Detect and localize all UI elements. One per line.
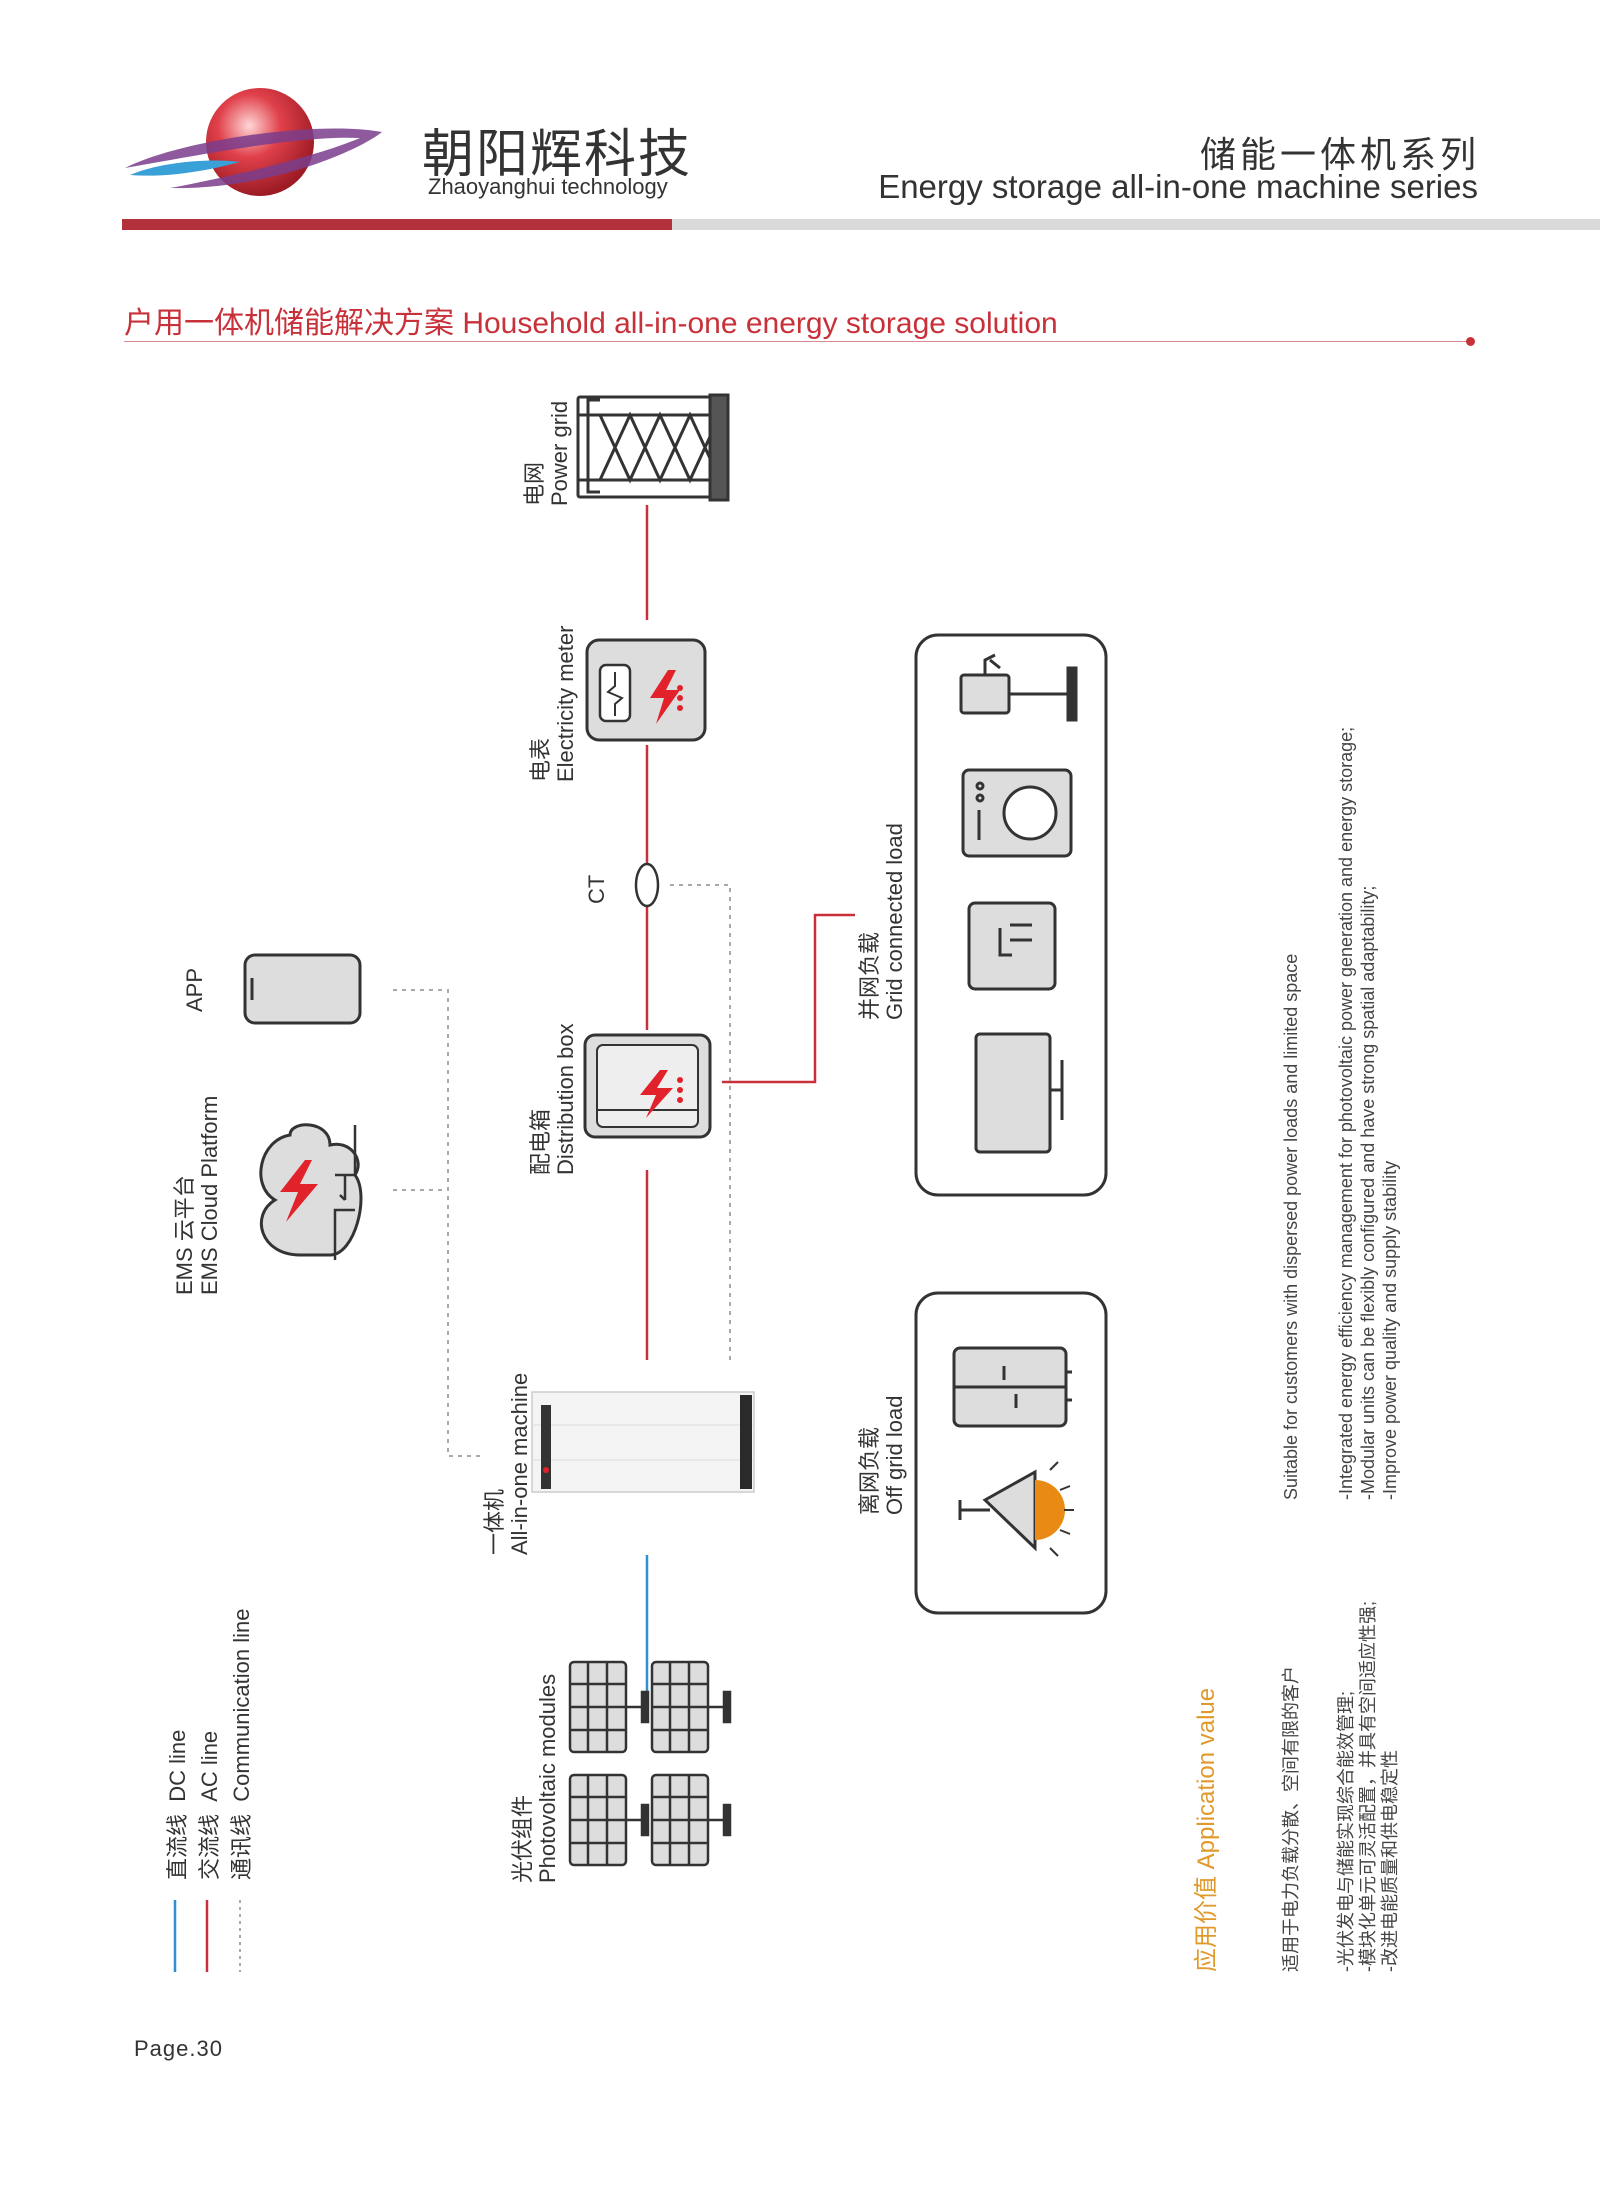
header-bar-gray	[672, 219, 1600, 230]
grid-load-label-cn: 并网负载	[857, 931, 882, 1020]
section-underline	[124, 341, 1470, 342]
app-label: APP	[182, 967, 207, 1012]
legend-dc: 直流线 DC line	[160, 1730, 192, 1880]
grid-load-label-en: Grid connected load	[882, 823, 907, 1020]
legend-dc-en: DC line	[165, 1729, 190, 1802]
tv-icon	[974, 1032, 1064, 1154]
distribution-box-label: 配电箱 Distribution box	[528, 1023, 578, 1175]
ems-label-cn: EMS 云平台	[172, 1175, 197, 1295]
phone-app-icon	[243, 953, 362, 1025]
pv-label: 光伏组件 Photovoltaic modules	[510, 1674, 560, 1883]
legend-comm: 通讯线 Communication line	[224, 1609, 256, 1880]
legend-ac-cn: 交流线	[197, 1813, 222, 1880]
grid-load-group	[914, 633, 1108, 1197]
standing-appliance-icon	[959, 653, 1078, 722]
off-grid-load-group	[914, 1291, 1108, 1615]
section-title: 户用一体机储能解决方案 Household all-in-one energy …	[124, 307, 1058, 340]
legend-ac: 交流线 AC line	[192, 1731, 224, 1880]
distribution-box-label-cn: 配电箱	[528, 1108, 553, 1175]
machine-label: 一体机 All-in-one machine	[482, 1373, 532, 1555]
grid-load-label: 并网负载 Grid connected load	[857, 823, 907, 1020]
pv-label-en: Photovoltaic modules	[535, 1673, 560, 1883]
off-grid-load-label: 离网负载 Off grid load	[857, 1396, 907, 1515]
power-grid-label: 电网 Power grid	[522, 401, 572, 506]
fridge-icon	[967, 901, 1057, 991]
page-number: Page.30	[134, 2036, 223, 2061]
application-cn-point: -模块化单元可灵活配置，并具有空间适应性强;	[1358, 1601, 1378, 1972]
distribution-box-label-en: Distribution box	[553, 1023, 578, 1175]
ems-cloud-icon	[259, 1123, 363, 1260]
application-en-point: -Integrated energy efficiency management…	[1336, 726, 1356, 1500]
off-grid-load-label-cn: 离网负载	[857, 1426, 882, 1515]
all-in-one-machine-icon	[531, 1391, 755, 1493]
ems-label-en: EMS Cloud Platform	[197, 1095, 222, 1295]
application-en-point: -Improve power quality and supply stabil…	[1380, 1160, 1400, 1500]
ems-label: EMS 云平台 EMS Cloud Platform	[172, 1096, 222, 1295]
application-cn-points: -光伏发电与储能实现综合能效管理; -模块化单元可灵活配置，并具有空间适应性强;…	[1335, 1601, 1401, 1972]
application-value-title: 应用价值 Application value	[1193, 1687, 1220, 1972]
application-en-point: -Modular units can be flexibly configure…	[1358, 885, 1378, 1500]
company-name-cn: 朝阳辉科技	[422, 126, 693, 184]
ct-sensor-icon	[634, 862, 660, 908]
pv-modules-icon	[568, 1660, 732, 1867]
power-grid-tower-icon	[576, 393, 730, 502]
section-underline-dot	[1466, 337, 1475, 346]
power-grid-label-cn: 电网	[522, 461, 547, 506]
cabinet-icon	[952, 1346, 1072, 1428]
washing-machine-icon	[961, 768, 1073, 858]
ct-label: CT	[584, 874, 609, 904]
distribution-box-icon	[583, 1033, 712, 1139]
machine-label-cn: 一体机	[482, 1488, 507, 1555]
legend-comm-cn: 通讯线	[229, 1813, 254, 1880]
series-title-cn: 储能一体机系列	[1199, 134, 1480, 175]
communication-lines	[393, 884, 731, 1457]
off-grid-load-label-en: Off grid load	[882, 1395, 907, 1515]
application-cn-point: -改进电能质量和供电稳定性	[1380, 1750, 1400, 1972]
pv-label-cn: 光伏组件	[510, 1794, 535, 1883]
power-grid-label-en: Power grid	[547, 400, 572, 506]
company-name-en: Zhaoyanghui technology	[428, 174, 668, 199]
legend-ac-en: AC line	[197, 1730, 222, 1802]
application-cn-intro: 适用于电力负载分散、空间有限的客户	[1281, 1666, 1301, 1972]
series-title-en: Energy storage all-in-one machine series	[878, 168, 1478, 205]
ac-line	[645, 505, 855, 1360]
meter-label: 电表 Electricity meter	[528, 626, 578, 782]
application-en-points: -Integrated energy efficiency management…	[1335, 727, 1401, 1500]
meter-label-en: Electricity meter	[553, 625, 578, 782]
legend-dc-cn: 直流线	[165, 1813, 190, 1880]
electricity-meter-icon	[585, 638, 707, 742]
company-logo	[125, 88, 382, 196]
legend-comm-en: Communication line	[229, 1608, 254, 1802]
lamp-icon	[958, 1461, 1074, 1557]
application-cn-point: -光伏发电与储能实现综合能效管理;	[1336, 1691, 1356, 1972]
application-en-intro: Suitable for customers with dispersed po…	[1281, 953, 1301, 1500]
meter-label-cn: 电表	[528, 737, 553, 782]
machine-label-en: All-in-one machine	[507, 1372, 532, 1555]
header-bar-red	[122, 219, 672, 230]
